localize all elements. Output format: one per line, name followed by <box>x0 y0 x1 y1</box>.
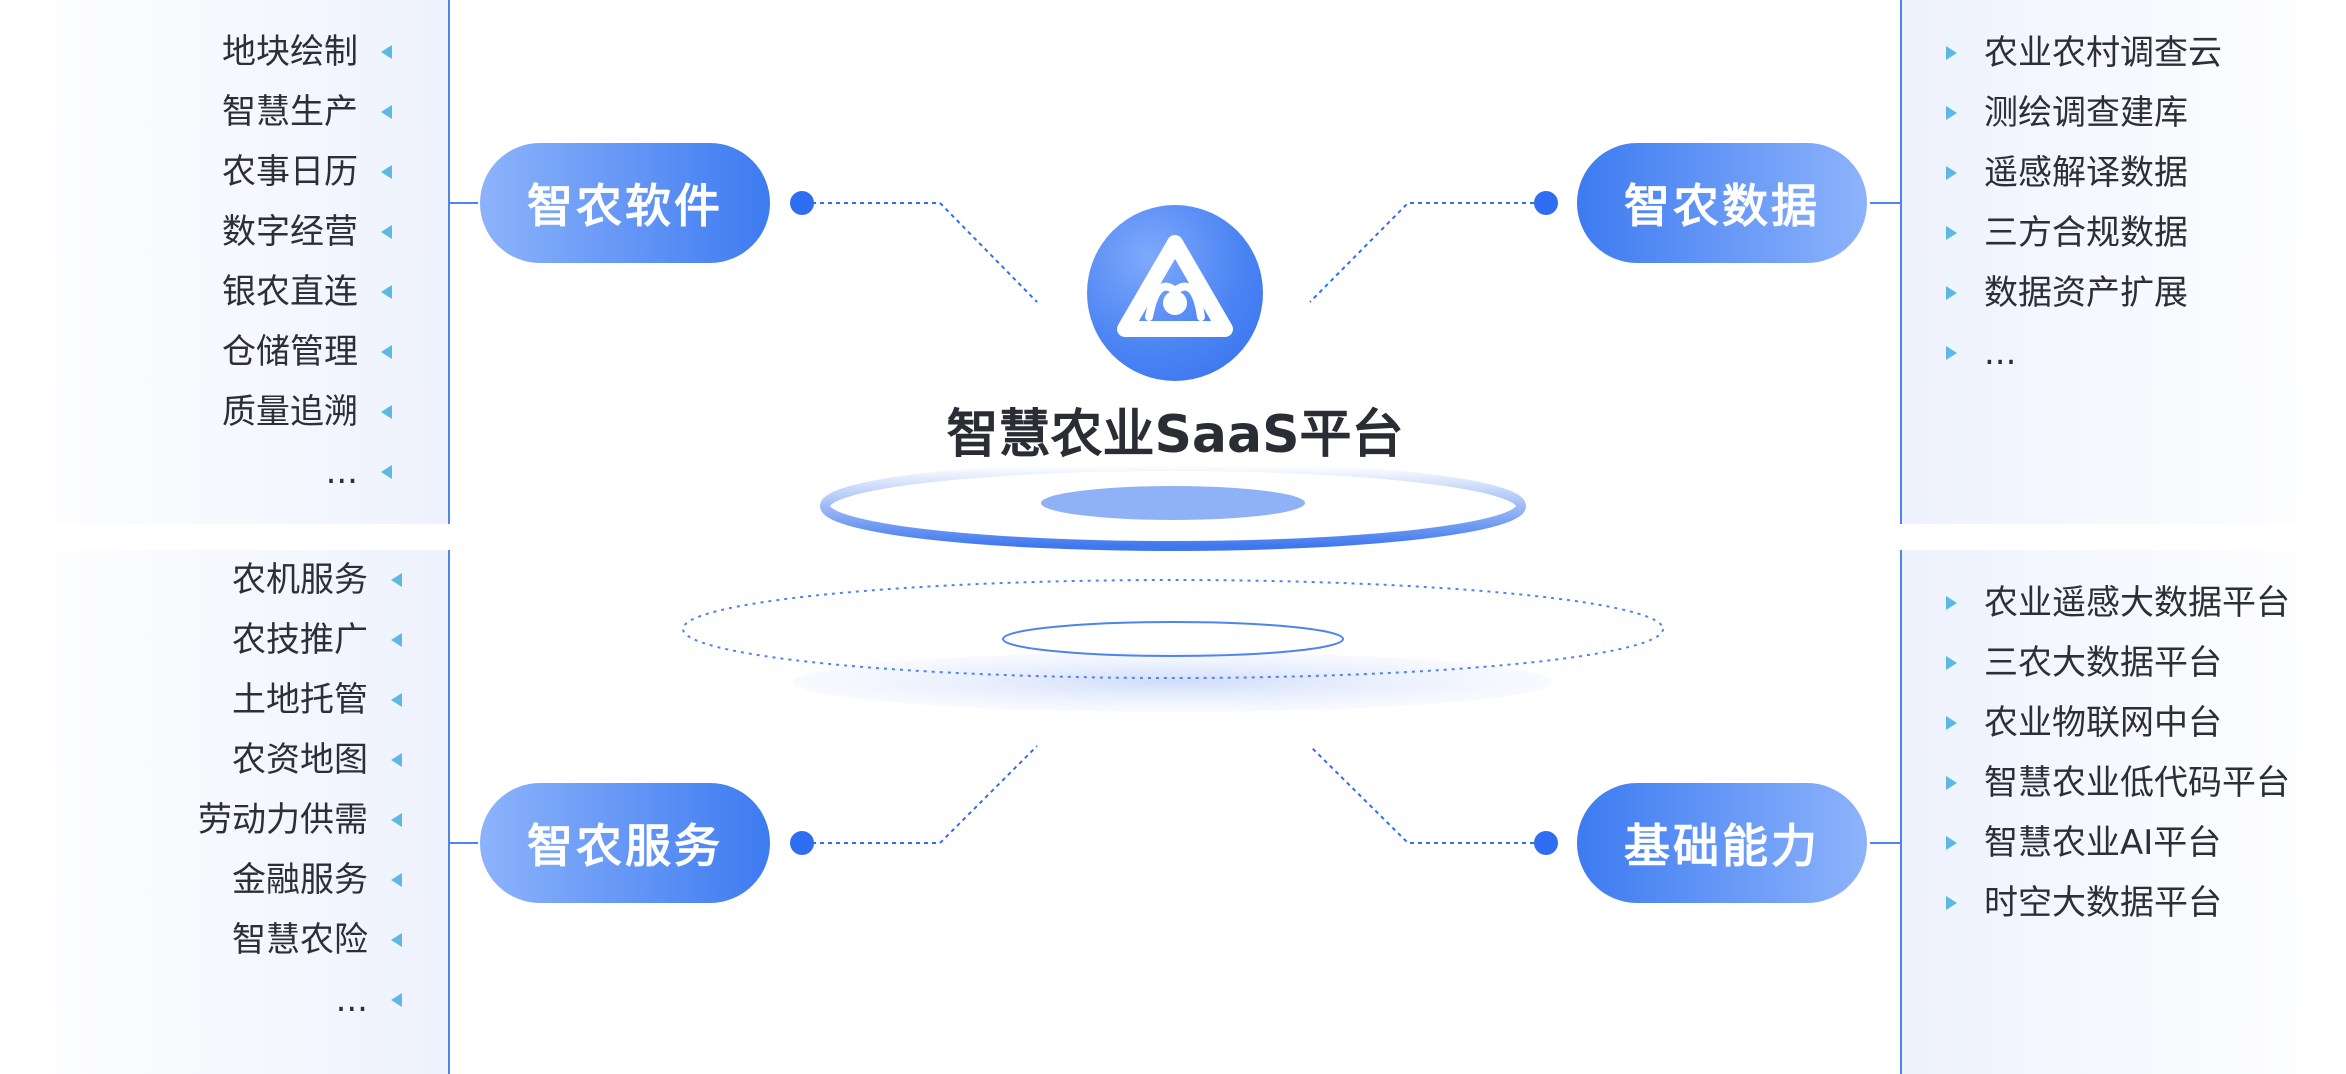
software-items-panel: 地块绘制 智慧生产 农事日历 数字经营 银农直连 仓储管理 质量追溯 ... <box>0 0 450 524</box>
platform-glow <box>793 652 1553 712</box>
triangle-left-icon <box>391 573 402 587</box>
service-items-panel: 农机服务 农技推广 土地托管 农资地图 劳动力供需 金融服务 智慧农险 ... <box>0 550 450 1074</box>
triangle-left-icon <box>391 633 402 647</box>
foundation-module-button[interactable]: 基础能力 <box>1577 783 1867 903</box>
service-item: 土地托管 <box>232 680 368 720</box>
triangle-left-icon <box>381 405 392 419</box>
platform-title: 智慧农业SaaS平台 <box>946 405 1404 465</box>
connector-data <box>1309 202 1534 303</box>
data-item: 测绘调查建库 <box>1984 93 2188 133</box>
triangle-left-icon <box>391 813 402 827</box>
platform-ring <box>820 461 1526 551</box>
data-item: 三方合规数据 <box>1984 213 2188 253</box>
software-item: 仓储管理 <box>222 332 358 372</box>
triangle-left-icon <box>391 873 402 887</box>
triangle-left-icon <box>391 693 402 707</box>
service-item: 智慧农险 <box>232 920 368 960</box>
triangle-right-icon <box>1946 226 1957 240</box>
software-module-button[interactable]: 智农软件 <box>480 143 770 263</box>
data-item: 数据资产扩展 <box>1984 273 2188 313</box>
platform-inner-ring <box>1002 621 1344 657</box>
software-item: 质量追溯 <box>222 392 358 432</box>
service-item: 农技推广 <box>232 620 368 660</box>
service-item: ... <box>335 980 368 1020</box>
data-module-button[interactable]: 智农数据 <box>1577 143 1867 263</box>
foundation-node-dot <box>1534 831 1558 855</box>
triangle-right-icon <box>1946 286 1957 300</box>
data-item: 农业农村调查云 <box>1984 33 2222 73</box>
triangle-right-icon <box>1946 106 1957 120</box>
triangle-left-icon <box>381 225 392 239</box>
foundation-item: 三农大数据平台 <box>1984 643 2222 683</box>
triangle-left-icon <box>381 165 392 179</box>
service-node-dot <box>790 831 814 855</box>
software-item: 地块绘制 <box>222 32 358 72</box>
triangle-left-icon <box>381 105 392 119</box>
software-item: 农事日历 <box>222 152 358 192</box>
software-item: 数字经营 <box>222 212 358 252</box>
foundation-item: 农业物联网中台 <box>1984 703 2222 743</box>
triangle-right-icon <box>1946 46 1957 60</box>
triangle-left-icon <box>381 285 392 299</box>
triangle-left-icon <box>391 753 402 767</box>
triangle-left-icon <box>381 345 392 359</box>
service-stub <box>448 842 478 844</box>
triangle-left-icon <box>391 933 402 947</box>
triangle-right-icon <box>1946 656 1957 670</box>
triangle-left-icon <box>381 45 392 59</box>
software-node-dot <box>790 191 814 215</box>
software-item: 银农直连 <box>222 272 358 312</box>
software-item: 智慧生产 <box>222 92 358 132</box>
software-item: ... <box>325 452 358 492</box>
data-node-dot <box>1534 191 1558 215</box>
data-stub <box>1870 202 1900 204</box>
triangle-shield-logo-icon <box>1087 205 1263 381</box>
triangle-right-icon <box>1946 896 1957 910</box>
foundation-item: 智慧农业AI平台 <box>1984 823 2222 863</box>
foundation-item: 农业遥感大数据平台 <box>1984 583 2290 623</box>
platform-core <box>1041 486 1305 520</box>
connector-foundation <box>1309 745 1534 844</box>
foundation-stub <box>1870 842 1900 844</box>
foundation-item: 智慧农业低代码平台 <box>1984 763 2290 803</box>
data-items-panel: 农业农村调查云 测绘调查建库 遥感解译数据 三方合规数据 数据资产扩展 ... <box>1900 0 2346 524</box>
triangle-right-icon <box>1946 166 1957 180</box>
data-item: 遥感解译数据 <box>1984 153 2188 193</box>
foundation-item: 时空大数据平台 <box>1984 883 2222 923</box>
service-item: 劳动力供需 <box>198 800 368 840</box>
service-item: 农机服务 <box>232 560 368 600</box>
triangle-left-icon <box>381 465 392 479</box>
triangle-right-icon <box>1946 596 1957 610</box>
software-stub <box>448 202 478 204</box>
triangle-right-icon <box>1946 716 1957 730</box>
triangle-right-icon <box>1946 346 1957 360</box>
foundation-items-panel: 农业遥感大数据平台 三农大数据平台 农业物联网中台 智慧农业低代码平台 智慧农业… <box>1900 550 2346 1074</box>
service-module-button[interactable]: 智农服务 <box>480 783 770 903</box>
triangle-right-icon <box>1946 776 1957 790</box>
platform-dashed-ring <box>682 579 1664 679</box>
triangle-left-icon <box>391 993 402 1007</box>
service-item: 农资地图 <box>232 740 368 780</box>
connector-software <box>812 202 1038 303</box>
data-item: ... <box>1984 333 2017 373</box>
triangle-right-icon <box>1946 836 1957 850</box>
connector-service <box>812 745 1038 844</box>
service-item: 金融服务 <box>232 860 368 900</box>
